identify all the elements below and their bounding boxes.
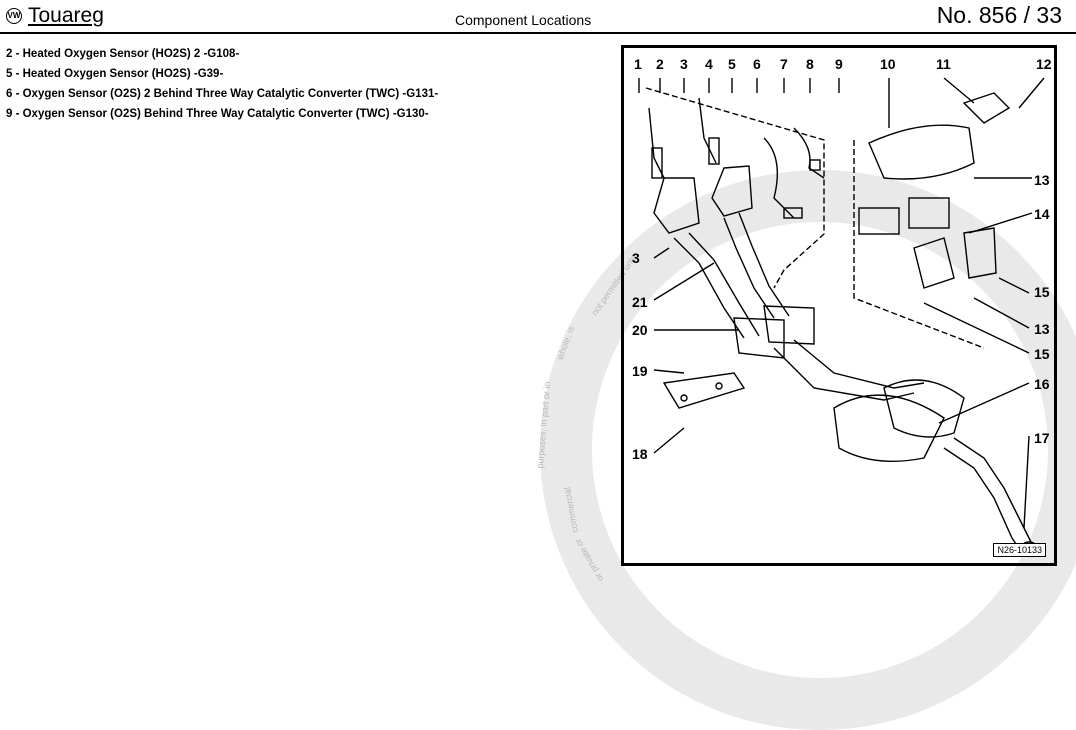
exhaust-system-illustration [638, 77, 1045, 555]
page-header: VW Touareg Component Locations No. 856 /… [0, 0, 1076, 34]
legend-item: 2 - Heated Oxygen Sensor (HO2S) 2 -G108- [6, 48, 240, 60]
callout-16: 16 [1034, 376, 1050, 392]
callout-20: 20 [632, 322, 648, 338]
callout-5: 5 [728, 56, 736, 72]
page-number: No. 856 / 33 [936, 2, 1062, 28]
figure-id: N26-10133 [993, 543, 1046, 557]
component-legend: 2 - Heated Oxygen Sensor (HO2S) 2 -G108-… [6, 44, 438, 124]
legend-item: 9 - Oxygen Sensor (O2S) Behind Three Way… [6, 108, 429, 120]
callout-12: 12 [1036, 56, 1052, 72]
callout-1: 1 [634, 56, 642, 72]
brand: VW Touareg [6, 4, 104, 28]
callout-7: 7 [780, 56, 788, 72]
vw-logo-icon: VW [6, 8, 22, 24]
callout-18: 18 [632, 446, 648, 462]
callout-2: 2 [656, 56, 664, 72]
section-title: Component Locations [455, 12, 592, 28]
callout-17: 17 [1034, 430, 1050, 446]
callout-11: 11 [936, 56, 951, 72]
callout-10: 10 [880, 56, 896, 72]
exhaust-system-figure: 1 2 3 4 5 6 7 8 9 10 11 12 13 14 3 21 20… [621, 45, 1057, 566]
callout-13-top: 13 [1034, 172, 1050, 188]
callout-15-lower: 15 [1034, 346, 1050, 362]
callout-8: 8 [806, 56, 814, 72]
callout-13-bottom: 13 [1034, 321, 1050, 337]
callout-3: 3 [680, 56, 688, 72]
callout-4: 4 [705, 56, 713, 72]
callout-6: 6 [753, 56, 761, 72]
callout-19: 19 [632, 363, 648, 379]
callout-15-upper: 15 [1034, 284, 1050, 300]
legend-item: 6 - Oxygen Sensor (O2S) 2 Behind Three W… [6, 88, 439, 100]
callout-14: 14 [1034, 206, 1050, 222]
callout-9: 9 [835, 56, 843, 72]
callout-3-left: 3 [632, 250, 640, 266]
brand-name: Touareg [28, 4, 104, 27]
callout-21: 21 [632, 294, 648, 310]
legend-item: 5 - Heated Oxygen Sensor (HO2S) -G39- [6, 68, 224, 80]
